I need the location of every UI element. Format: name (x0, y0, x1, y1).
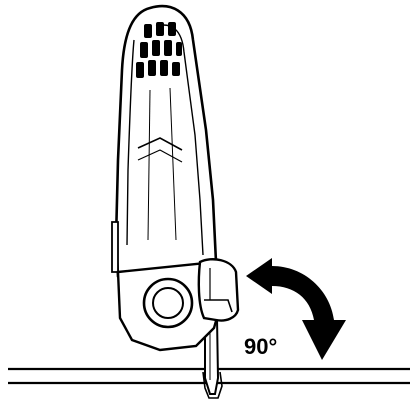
power-tool-body-icon (111, 4, 240, 352)
angle-label: 90° (244, 334, 278, 359)
rotation-arrow-icon (246, 258, 346, 360)
